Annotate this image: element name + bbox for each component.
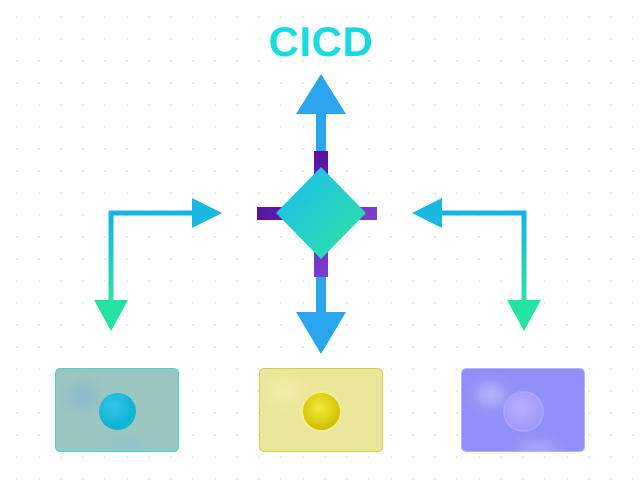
arrow-right-card-to-hub <box>412 198 541 331</box>
card-dot-icon <box>99 393 136 430</box>
card-glow <box>68 383 98 409</box>
diagram-title: CICD <box>0 16 642 68</box>
card-glow <box>270 379 300 401</box>
card-glow <box>518 441 558 451</box>
center-card <box>259 368 383 452</box>
card-glow <box>476 383 506 407</box>
card-glow <box>106 439 146 451</box>
card-dot-icon <box>505 393 542 430</box>
right-card <box>461 368 585 452</box>
card-dot-icon <box>303 393 340 430</box>
arrow-down-to-center-card <box>296 270 346 354</box>
left-card <box>55 368 179 452</box>
arrow-left-card-to-hub <box>94 198 222 331</box>
arrow-up-to-title <box>296 74 346 164</box>
diamond-icon <box>276 167 366 259</box>
